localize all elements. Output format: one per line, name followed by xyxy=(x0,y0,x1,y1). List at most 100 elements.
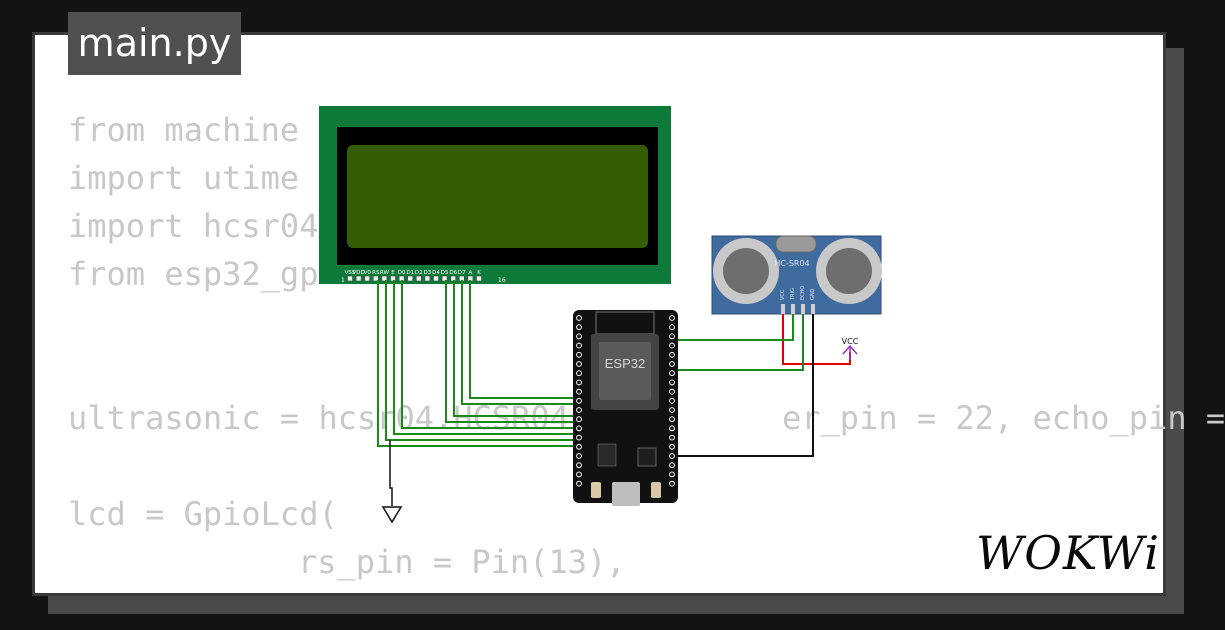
lcd-pin xyxy=(347,275,353,282)
esp32-regulator xyxy=(597,443,617,467)
esp32-usb-chip xyxy=(637,447,657,467)
lcd-pin-label: D2 xyxy=(415,270,423,276)
esp32-pin xyxy=(669,462,675,469)
lcd-pin xyxy=(364,275,370,282)
sensor-pin-labels: VCC TRIG ECHO GND xyxy=(780,286,816,301)
code-line: from machine xyxy=(68,111,300,149)
code-line: lcd = GpioLcd( xyxy=(68,495,338,533)
code-background: from machine import utime import hcsr04 … xyxy=(32,34,1225,594)
esp32-label: ESP32 xyxy=(605,356,645,371)
code-line: import hcsr04 xyxy=(68,207,319,245)
sensor-pin-label: ECHO xyxy=(800,286,806,300)
lcd-screen xyxy=(347,145,648,248)
lcd-pin-label: A xyxy=(469,270,473,276)
esp32-pin xyxy=(576,471,582,478)
wire-d4 xyxy=(445,280,578,423)
esp32-pin xyxy=(669,480,675,487)
esp32-pin xyxy=(669,407,675,413)
esp32-pin xyxy=(669,361,675,367)
wire-echo xyxy=(678,314,804,371)
esp32-pin xyxy=(576,379,582,386)
esp32-pin xyxy=(576,434,582,441)
lcd-pin-label: VSS xyxy=(345,270,356,276)
esp32-pin xyxy=(576,351,582,358)
lcd-pin-label: D6 xyxy=(449,270,457,276)
esp32-pin xyxy=(576,333,582,340)
lcd-pin xyxy=(381,275,388,282)
esp32-board[interactable]: ESP32 xyxy=(573,310,678,506)
esp32-pin xyxy=(576,342,582,349)
code-line: rs_pin = Pin(13), xyxy=(298,543,626,581)
esp32-pin xyxy=(576,407,582,413)
esp32-pin xyxy=(669,425,675,432)
esp32-pin xyxy=(576,324,582,331)
wire-e xyxy=(401,280,578,429)
lcd-pin-label: V0 xyxy=(364,270,372,276)
lcd-pin-first: 1 xyxy=(341,277,345,284)
esp32-pin xyxy=(669,324,675,331)
lcd-pin-label: D1 xyxy=(406,270,414,276)
lcd-pin xyxy=(355,275,362,282)
sensor-pin-label: GND xyxy=(810,288,816,300)
wire-trig xyxy=(678,314,794,341)
esp32-pin xyxy=(576,462,582,469)
esp32-pins xyxy=(576,315,675,487)
lcd-pin xyxy=(424,275,431,282)
ground-symbol xyxy=(381,440,403,524)
wire-d5 xyxy=(453,280,578,417)
esp32-pin xyxy=(669,342,675,349)
esp32-pin xyxy=(576,416,582,423)
lcd-pin xyxy=(441,275,448,282)
esp32-pin xyxy=(576,315,582,321)
sensor-mesh-left xyxy=(723,248,769,294)
boot-button[interactable] xyxy=(591,482,601,498)
lcd-pin-label: RW xyxy=(380,270,390,276)
code-line: er_pin = 22, echo_pin = xyxy=(782,399,1225,437)
esp32-pin xyxy=(576,397,582,404)
file-tab[interactable]: main.py xyxy=(68,12,241,75)
sensor-pin-label: VCC xyxy=(780,289,786,300)
esp32-pin xyxy=(576,370,582,377)
esp32-pin xyxy=(669,443,675,450)
lcd-pin xyxy=(373,275,379,282)
esp32-pin xyxy=(576,388,582,395)
vcc-symbol: VCC xyxy=(842,337,859,360)
esp32-pin xyxy=(576,480,582,487)
esp32-pin xyxy=(669,379,675,386)
vcc-label: VCC xyxy=(842,337,859,346)
lcd-pin-label: K xyxy=(477,270,481,276)
esp32-shield xyxy=(599,342,651,400)
lcd-pin xyxy=(416,275,422,282)
reset-button[interactable] xyxy=(651,482,661,498)
esp32-pin xyxy=(669,315,675,321)
lcd-pin-label: D0 xyxy=(398,270,406,276)
wire-vdd xyxy=(385,280,578,441)
wire-gnd xyxy=(678,314,814,457)
lcd-pin-label: VDD xyxy=(352,270,364,276)
esp32-pin xyxy=(669,370,675,377)
sensor-pins xyxy=(781,304,815,314)
wire-d6 xyxy=(461,280,578,405)
esp32-pin xyxy=(669,388,675,395)
esp32-pin xyxy=(576,453,582,459)
esp32-pin xyxy=(576,361,582,367)
esp32-pin xyxy=(576,425,582,432)
lcd-pin xyxy=(476,275,482,282)
lcd-pin xyxy=(407,275,413,282)
lcd-pin-label: RS xyxy=(372,270,380,276)
lcd-pin-label: D7 xyxy=(458,270,466,276)
code-line: from esp32_gp xyxy=(68,255,319,293)
lcd-pin-label: D5 xyxy=(441,270,449,276)
esp32-pin xyxy=(669,397,675,404)
sensor-pin-label: TRIG xyxy=(790,288,796,301)
lcd-pin-label: E xyxy=(391,270,395,276)
esp32-pin xyxy=(669,416,675,423)
lcd-pin-header xyxy=(347,275,482,282)
lcd-pin-last: 16 xyxy=(498,277,506,284)
esp32-pin xyxy=(669,453,675,459)
lcd-pin-label: D3 xyxy=(424,270,432,276)
sensor-crystal xyxy=(775,235,817,253)
